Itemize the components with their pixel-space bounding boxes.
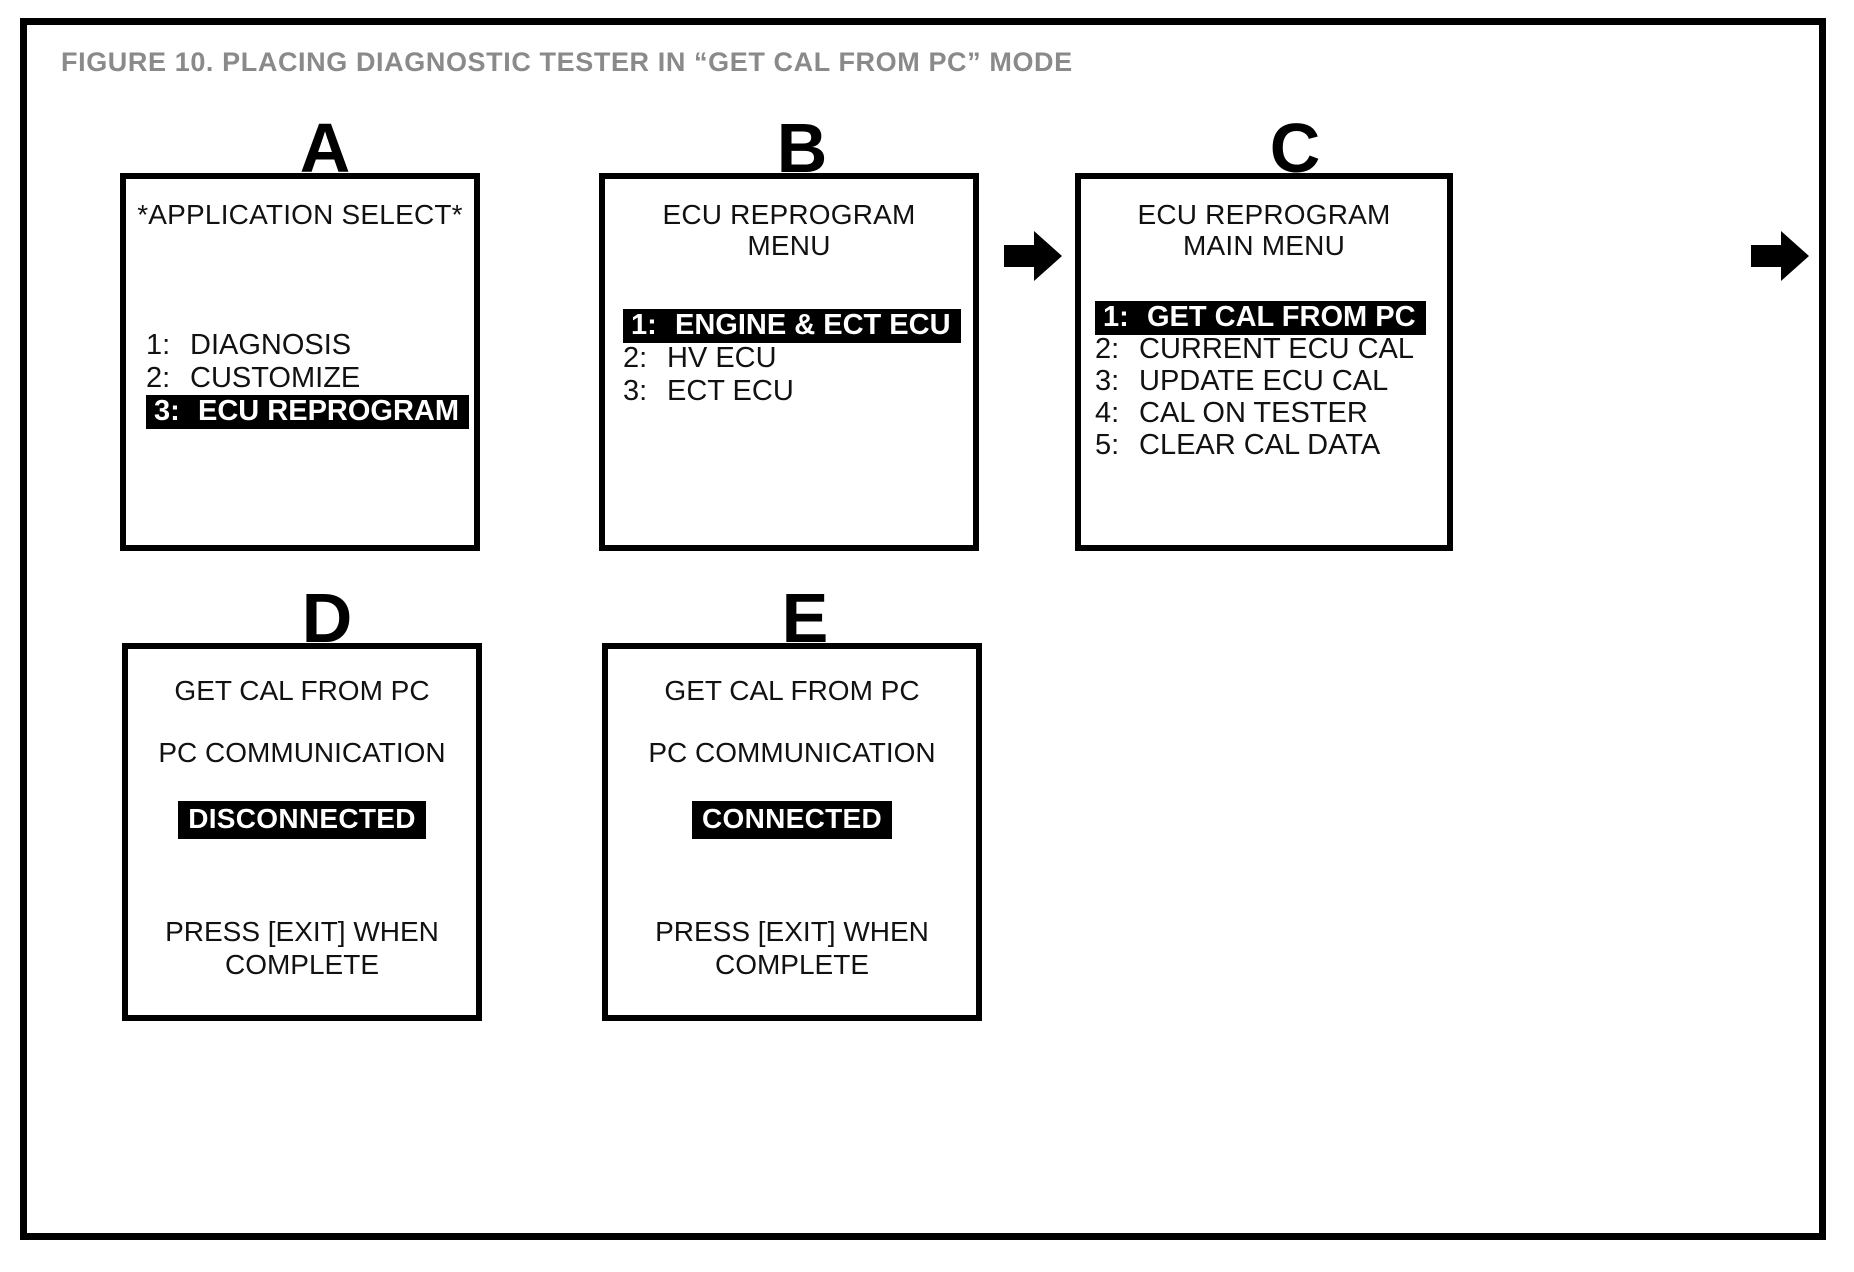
menu-item-a-1-label: DIAGNOSIS: [190, 329, 352, 361]
menu-item-b-2[interactable]: 2: HV ECU: [623, 342, 969, 376]
menu-item-a-3-label: ECU REPROGRAM: [198, 395, 460, 427]
panel-letter-b: B: [776, 109, 828, 187]
menu-item-c-5-label: CLEAR CAL DATA: [1139, 429, 1381, 461]
menu-item-c-5[interactable]: 5: CLEAR CAL DATA: [1095, 429, 1445, 463]
screen-d-status-wrap: DISCONNECTED: [128, 801, 476, 839]
screen-panel-d: GET CAL FROM PC PC COMMUNICATION DISCONN…: [122, 643, 482, 1021]
menu-item-a-1[interactable]: 1: DIAGNOSIS: [146, 329, 466, 363]
screen-d-header: GET CAL FROM PC: [174, 675, 430, 706]
screen-panel-e: GET CAL FROM PC PC COMMUNICATION CONNECT…: [602, 643, 982, 1021]
screen-c-title-line1: ECU REPROGRAM: [1137, 199, 1391, 230]
menu-item-b-3-num: 3:: [623, 375, 648, 407]
screen-b-title-line2: MENU: [747, 230, 831, 262]
screen-e-footer-line1: PRESS [EXIT] WHEN: [655, 916, 929, 947]
menu-item-c-4[interactable]: 4: CAL ON TESTER: [1095, 397, 1445, 431]
menu-item-c-4-label: CAL ON TESTER: [1139, 397, 1368, 429]
screen-e-footer: PRESS [EXIT] WHEN COMPLETE: [608, 915, 976, 981]
menu-item-c-5-num: 5:: [1095, 429, 1120, 461]
menu-item-c-4-num: 4:: [1095, 397, 1120, 429]
menu-item-a-3-num: 3:: [154, 395, 180, 427]
menu-item-b-1-num: 1:: [631, 309, 657, 341]
menu-item-c-2-num: 2:: [1095, 333, 1120, 365]
menu-item-a-2[interactable]: 2: CUSTOMIZE: [146, 362, 466, 396]
screen-panel-b: ECU REPROGRAM MENU 1: ENGINE & ECT ECU 2:…: [599, 173, 979, 551]
screen-b-title: ECU REPROGRAM MENU: [605, 199, 973, 262]
panel-letter-e: E: [781, 579, 829, 657]
menu-item-b-3[interactable]: 3: ECT ECU: [623, 375, 969, 409]
screen-c-title: ECU REPROGRAM MAIN MENU: [1081, 199, 1447, 262]
panel-letter-c: C: [1269, 109, 1321, 187]
menu-item-c-1[interactable]: 1: GET CAL FROM PC: [1095, 301, 1426, 335]
menu-item-c-3[interactable]: 3: UPDATE ECU CAL: [1095, 365, 1445, 399]
menu-item-b-2-label: HV ECU: [667, 342, 777, 374]
menu-item-c-1-num: 1:: [1103, 301, 1129, 333]
menu-item-b-3-label: ECT ECU: [667, 375, 794, 407]
screen-d-footer: PRESS [EXIT] WHEN COMPLETE: [128, 915, 476, 981]
menu-item-c-3-label: UPDATE ECU CAL: [1139, 365, 1389, 397]
screen-e-header: GET CAL FROM PC: [664, 675, 920, 706]
arrow-c-to-next-icon: [1749, 225, 1811, 287]
menu-item-c-3-num: 3:: [1095, 365, 1120, 397]
status-badge-disconnected: DISCONNECTED: [178, 801, 426, 839]
screen-b-title-line1: ECU REPROGRAM: [662, 199, 916, 230]
menu-item-c-2[interactable]: 2: CURRENT ECU CAL: [1095, 333, 1445, 367]
menu-item-b-1-label: ENGINE & ECT ECU: [675, 309, 951, 341]
menu-item-a-1-num: 1:: [146, 329, 171, 361]
status-badge-connected: CONNECTED: [691, 801, 893, 839]
screen-panel-a: *APPLICATION SELECT* 1: DIAGNOSIS 2: CUSTO…: [120, 173, 480, 551]
screen-a-title: *APPLICATION SELECT*: [137, 199, 463, 230]
menu-item-c-1-label: GET CAL FROM PC: [1147, 301, 1416, 333]
screen-d-footer-line2: COMPLETE: [224, 949, 380, 981]
menu-item-a-3[interactable]: 3: ECU REPROGRAM: [146, 395, 470, 429]
menu-item-a-2-num: 2:: [146, 362, 171, 394]
menu-item-b-1[interactable]: 1: ENGINE & ECT ECU: [623, 309, 961, 343]
screen-d-footer-line1: PRESS [EXIT] WHEN: [165, 916, 439, 947]
menu-list-a: 1: DIAGNOSIS 2: CUSTOMIZE 3: ECU REPROGRAM: [146, 329, 470, 429]
screen-c-title-line2: MAIN MENU: [1182, 230, 1346, 262]
menu-item-b-2-num: 2:: [623, 342, 648, 374]
arrow-b-to-c-icon: [1002, 225, 1064, 287]
panel-letter-d: D: [301, 579, 353, 657]
figure-frame: FIGURE 10. PLACING DIAGNOSTIC TESTER IN …: [20, 18, 1826, 1240]
menu-item-a-2-label: CUSTOMIZE: [190, 362, 361, 394]
menu-list-b: 1: ENGINE & ECT ECU 2: HV ECU 3: ECT ECU: [623, 309, 969, 408]
figure-title: FIGURE 10. PLACING DIAGNOSTIC TESTER IN …: [61, 47, 1073, 77]
screen-e-footer-line2: COMPLETE: [714, 949, 870, 981]
menu-item-c-2-label: CURRENT ECU CAL: [1139, 333, 1415, 365]
screen-d-subheader: PC COMMUNICATION: [158, 737, 446, 768]
screen-e-subheader: PC COMMUNICATION: [648, 737, 936, 768]
menu-list-c: 1: GET CAL FROM PC 2: CURRENT ECU CAL 3: UP…: [1095, 301, 1445, 461]
screen-panel-c: ECU REPROGRAM MAIN MENU 1: GET CAL FROM P…: [1075, 173, 1453, 551]
screen-e-status-wrap: CONNECTED: [608, 801, 976, 839]
panel-letter-a: A: [299, 109, 351, 187]
